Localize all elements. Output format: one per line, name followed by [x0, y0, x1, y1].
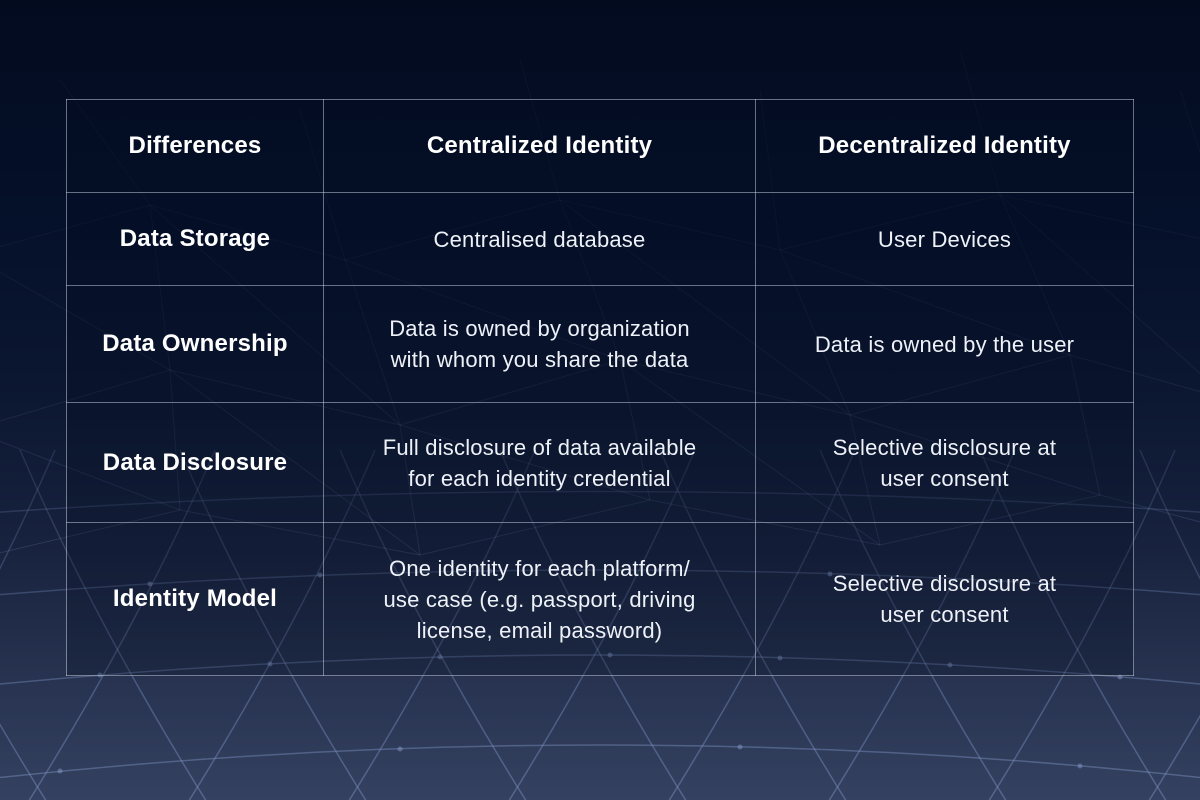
cell-data-disclosure-centralized: Full disclosure of data available for ea… — [323, 402, 756, 523]
row-label-data-disclosure: Data Disclosure — [66, 402, 324, 523]
table-header-row: Differences Centralized Identity Decentr… — [66, 99, 1134, 193]
cell-data-disclosure-decentralized: Selective disclosure at user consent — [755, 402, 1134, 523]
cell-data-ownership-decentralized: Data is owned by the user — [755, 285, 1134, 403]
column-header-differences: Differences — [66, 99, 324, 193]
column-header-centralized-identity: Centralized Identity — [323, 99, 756, 193]
row-label-data-ownership: Data Ownership — [66, 285, 324, 403]
cell-data-ownership-centralized: Data is owned by organization with whom … — [323, 285, 756, 403]
table-row-data-disclosure: Data Disclosure Full disclosure of data … — [66, 402, 1134, 523]
row-label-data-storage: Data Storage — [66, 192, 324, 286]
cell-identity-model-decentralized: Selective disclosure at user consent — [755, 522, 1134, 676]
cell-identity-model-centralized: One identity for each platform/ use case… — [323, 522, 756, 676]
table-row-identity-model: Identity Model One identity for each pla… — [66, 522, 1134, 676]
cell-data-storage-decentralized: User Devices — [755, 192, 1134, 286]
table-row-data-storage: Data Storage Centralised database User D… — [66, 192, 1134, 286]
comparison-table: Differences Centralized Identity Decentr… — [66, 99, 1134, 676]
column-header-decentralized-identity: Decentralized Identity — [755, 99, 1134, 193]
cell-data-storage-centralized: Centralised database — [323, 192, 756, 286]
row-label-identity-model: Identity Model — [66, 522, 324, 676]
table-row-data-ownership: Data Ownership Data is owned by organiza… — [66, 285, 1134, 403]
